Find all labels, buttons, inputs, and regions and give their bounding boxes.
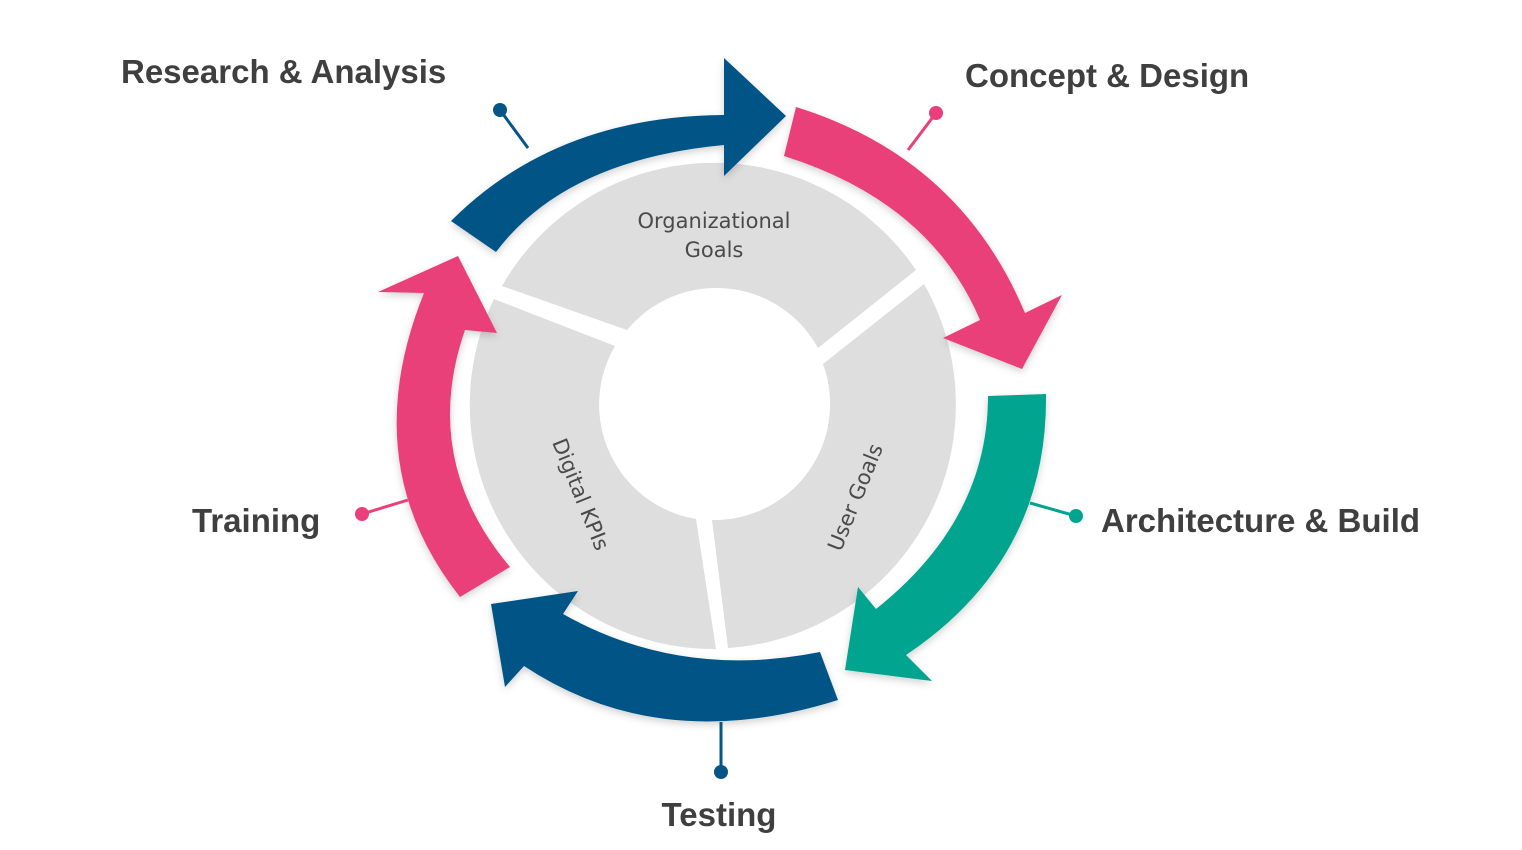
connector-testing bbox=[714, 722, 728, 779]
connector-dot-testing bbox=[714, 765, 728, 779]
connector-dot-architecture bbox=[1069, 509, 1083, 523]
goals-ring bbox=[469, 162, 956, 650]
connector-research-analysis bbox=[493, 103, 530, 149]
segment-label-organizational: Organizational bbox=[638, 209, 791, 233]
arrow-research-analysis bbox=[451, 58, 786, 252]
arrow-training bbox=[378, 256, 510, 597]
arrow-architecture-build bbox=[845, 394, 1047, 681]
connector-concept-design bbox=[906, 106, 943, 151]
segment-digital-kpis bbox=[469, 299, 716, 650]
connector-dot-concept bbox=[929, 106, 943, 120]
segment-user-goals bbox=[712, 284, 956, 648]
connector-training bbox=[355, 498, 409, 521]
stage-label-architecture-build: Architecture & Build bbox=[1101, 502, 1420, 539]
segment-label-goals: Goals bbox=[685, 238, 744, 262]
stage-label-concept-design: Concept & Design bbox=[965, 57, 1249, 94]
arrow-concept-design bbox=[784, 107, 1062, 369]
arrow-testing bbox=[491, 591, 838, 722]
segment-organizational-goals bbox=[502, 162, 916, 348]
connector-architecture-build bbox=[1029, 501, 1083, 523]
connector-dot-training bbox=[355, 507, 369, 521]
stage-label-testing: Testing bbox=[662, 796, 777, 833]
stage-label-training: Training bbox=[192, 502, 320, 539]
connector-dot-research bbox=[493, 103, 507, 117]
stage-label-research-analysis: Research & Analysis bbox=[121, 53, 446, 90]
